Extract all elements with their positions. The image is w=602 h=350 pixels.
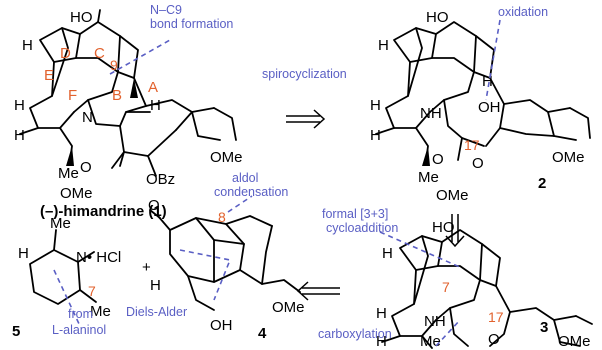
c1-o-label: O [80, 159, 92, 176]
ring-e-label: E [44, 67, 54, 84]
c5-position-7: 7 [88, 283, 96, 299]
c5-me-label: Me [90, 303, 111, 320]
compound-3-structure [381, 229, 593, 349]
c3-h-label-bottom: H [376, 333, 387, 350]
c1-h-label-top: H [22, 37, 33, 54]
c2-ho-label: HO [426, 9, 449, 26]
c2-oxidation-guide [485, 19, 501, 101]
compound-3-number: 3 [540, 319, 548, 336]
c5-hcl-label: N• HCl [76, 249, 121, 266]
c3-me-label: Me [420, 333, 441, 350]
ring-f-label: F [68, 87, 77, 104]
annotation-oxidation: oxidation [498, 5, 548, 19]
c2-o-label-ester: O [432, 151, 444, 168]
c4-ome-label: OMe [272, 299, 305, 316]
c3-carboxylation-guide [435, 319, 461, 347]
annotation-formal-line2: cycloaddition [326, 221, 398, 235]
c1-h-label-left: H [14, 97, 25, 114]
c3-cycloaddition-guide [379, 231, 463, 269]
c3-position-17: 17 [488, 309, 504, 325]
annotation-aldol-line1: aldol [232, 171, 258, 185]
c1-position-9: 9 [110, 57, 118, 73]
c3-h-label-left: H [376, 305, 387, 322]
compound-4-number: 4 [258, 325, 267, 342]
retro-arrow-2-to-3 [445, 214, 465, 248]
c4-oh-label: OH [210, 317, 233, 334]
c3-ome-label: OMe [558, 333, 591, 350]
c3-h-label-top: H [382, 245, 393, 262]
compound-1-structure [19, 9, 237, 177]
annotation-aldol-line2: condensation [214, 185, 288, 199]
retro-arrow-3-to-4 [296, 281, 340, 301]
c1-ome-label: OMe [210, 149, 243, 166]
ring-d-label: D [60, 45, 71, 62]
compound-5-structure [29, 229, 97, 305]
compound-5-number: 5 [12, 323, 20, 340]
plus-sign: + [142, 259, 151, 276]
c4-o-label: O [148, 197, 160, 214]
c2-ome-label: OMe [552, 149, 585, 166]
annotation-formal-line1: formal [3+3] [322, 207, 388, 221]
c5-h-label: H [18, 245, 29, 262]
c1-ho-label: HO [70, 9, 93, 26]
c2-ome-ester-label: OMe [436, 187, 469, 204]
c5-me-label-top: Me [50, 215, 71, 232]
c2-h-label-bottom: H [370, 127, 381, 144]
c2-o-label-ketone: O [472, 155, 484, 172]
c1-ome-ester-label: OMe [60, 185, 93, 202]
c2-me-label: Me [418, 169, 439, 186]
compound-2-structure [375, 21, 591, 166]
annotation-spirocyclization: spirocyclization [262, 67, 347, 81]
annotation-from-line1: from [68, 307, 93, 321]
c1-n-c9-guide [109, 39, 171, 75]
c1-me-label: Me [58, 165, 79, 182]
c3-nh-label: NH [424, 313, 446, 330]
c1-obz-label: OBz [146, 171, 175, 188]
annotation-n-c9-line2: bond formation [150, 17, 233, 31]
annotation-diels-alder: Diels-Alder [126, 305, 187, 319]
c3-position-7: 7 [442, 279, 450, 295]
annotation-n-c9-line1: N–C9 [150, 3, 182, 17]
compound-2-number: 2 [538, 175, 546, 192]
compound-1-name: (–)-himandrine (1) [40, 203, 167, 220]
c2-h-label-oxidation: H [482, 73, 493, 90]
c1-h-label-ring-a: H [150, 97, 161, 114]
c2-oh-label: OH [478, 99, 501, 116]
ring-a-label: A [148, 79, 158, 96]
ring-b-label: B [112, 87, 122, 104]
c2-nh-label: NH [420, 105, 442, 122]
c2-h-label-top: H [378, 37, 389, 54]
retro-arrow-1-to-2 [286, 109, 326, 129]
c5-origin-guide [53, 269, 81, 327]
compound-4-structure [149, 209, 301, 311]
c2-position-17: 17 [464, 137, 480, 153]
annotation-carboxylation: carboxylation [318, 327, 392, 341]
c4-h-label: H [150, 277, 161, 294]
ring-c-label: C [94, 45, 105, 62]
c3-o-label: O [488, 331, 500, 348]
c4-position-8: 8 [218, 209, 226, 225]
c2-h-label-left: H [370, 97, 381, 114]
c1-n-label: N [82, 109, 93, 126]
c1-h-label-bottom: H [14, 127, 25, 144]
c4-aldol-guide [227, 195, 253, 213]
annotation-from-line2: L-alaninol [52, 323, 106, 337]
c3-ho-label: HO [432, 219, 455, 236]
